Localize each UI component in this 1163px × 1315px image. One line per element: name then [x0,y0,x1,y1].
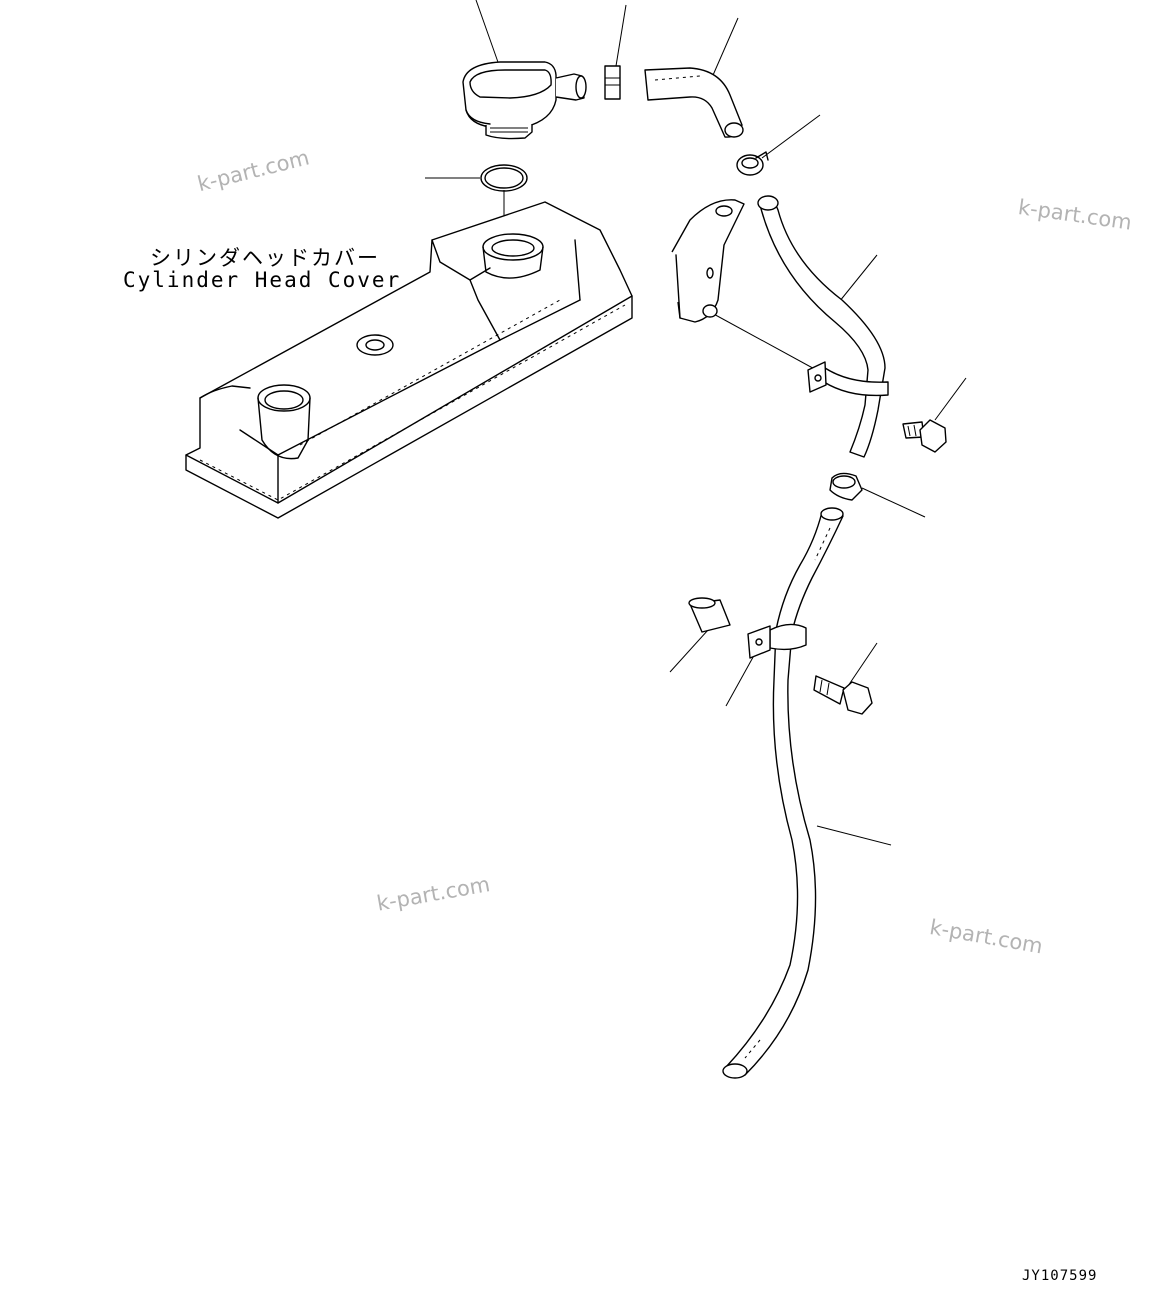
cylinder-head-cover [185,201,633,519]
cover-label-japanese: シリンダヘッドカバー [150,246,380,270]
breather-cap [462,61,587,140]
hose-clamp-upper [736,151,769,176]
flange-bolt-upper [902,419,947,453]
flange-bolt-lower [813,675,873,715]
breather-hose-middle [757,195,889,458]
drawing-code: JY107599 [1022,1268,1098,1284]
mounting-bracket [671,199,745,323]
hose-clamp-lower [829,472,863,501]
breather-hose-lower [722,507,844,1079]
sleeve [604,65,621,100]
cover-label-english: Cylinder Head Cover [123,268,402,292]
o-ring [480,164,528,192]
spacer-collar [688,597,731,633]
elbow-hose [644,67,744,138]
